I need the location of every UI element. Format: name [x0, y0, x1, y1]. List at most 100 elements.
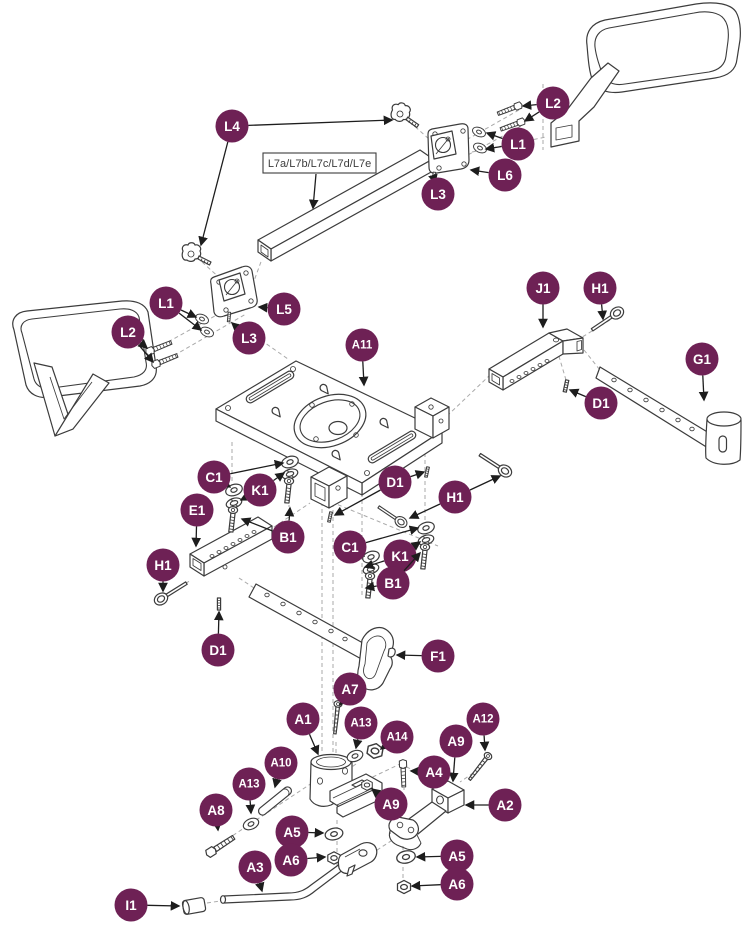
- callout-l2-left-arrow: [137, 338, 149, 349]
- callout-i1-arrow: [147, 900, 181, 911]
- callout-d1-center-arrow: [410, 470, 426, 480]
- callout-l3-upper: L3: [421, 173, 455, 211]
- callout-a9-center-arrow: [370, 788, 382, 798]
- callout-l2-upper-arrow: [523, 111, 540, 122]
- callout-a6-right-label: A6: [448, 877, 466, 892]
- callout-l6: L6: [469, 158, 522, 192]
- callout-d1-bottom-arrow: [213, 610, 224, 634]
- part-ring-pin-h1-top: [588, 303, 627, 336]
- callout-a3-bubble: [238, 850, 272, 884]
- callout-c1-right-label: C1: [341, 540, 359, 555]
- part-hardware-stack-right-a: [415, 519, 437, 570]
- callout-l5-arrow: [257, 302, 268, 313]
- callout-c1-left-arrow: [220, 478, 232, 488]
- callout-l1-upper-arrow: [485, 131, 503, 141]
- callout-l3-left-label: L3: [241, 331, 257, 346]
- callout-c1-left-arrow: [230, 459, 285, 475]
- callout-a7-bubble: [333, 672, 367, 706]
- callout-h1-center-arrow: [408, 503, 441, 519]
- callout-a6-right-arrow: [410, 880, 441, 891]
- callout-c1-right: C1: [333, 525, 420, 564]
- part-mounting-plate-a11: [215, 360, 450, 509]
- callout-l1-left-label: L1: [158, 296, 174, 311]
- callout-a9-right-label: A9: [447, 734, 464, 749]
- callout-a9-center-bubble: [374, 787, 408, 821]
- callout-a13-left-arrow: [245, 800, 256, 815]
- callout-a7-arrow: [339, 695, 349, 707]
- part-bracket-plate-l5: [210, 265, 258, 318]
- callout-h1-center-label: H1: [446, 490, 464, 505]
- part-hardware-stack-left-b: [279, 453, 301, 504]
- part-range-label: L7a/L7b/L7c/L7d/L7e: [262, 152, 377, 210]
- callout-d1-bottom: D1: [201, 610, 235, 667]
- callout-a8-bubble: [199, 793, 233, 827]
- callout-a3: A3: [238, 850, 272, 893]
- callout-k1-right-arrow: [363, 559, 385, 570]
- callout-c1-left-bubble: [197, 460, 231, 494]
- callout-b1-right: B1: [364, 551, 421, 600]
- callout-l4-bubble: [215, 109, 249, 143]
- callout-k1-right-arrow: [410, 541, 422, 551]
- callout-i1-bubble: [114, 888, 148, 922]
- part-screw-a12: [465, 750, 494, 783]
- callout-d1-right-label: D1: [592, 396, 610, 411]
- callout-a8: A8: [199, 793, 233, 832]
- callout-a5-right-bubble: [440, 839, 474, 873]
- callout-l1-left: L1: [149, 286, 203, 331]
- callout-a9-center-label: A9: [382, 797, 399, 812]
- part-screw-l3-left: [226, 311, 232, 323]
- callout-a12-arrow: [479, 735, 490, 752]
- callout-a5-center: A5: [275, 815, 325, 849]
- part-washer-a5-center: [323, 825, 345, 843]
- callout-a12: A12: [466, 702, 500, 752]
- part-hardware-stack-left-a: [223, 481, 245, 533]
- part-receiver-bracket-j1: [488, 328, 584, 391]
- callout-l4: L4: [198, 109, 394, 247]
- callout-l5: L5: [257, 292, 301, 326]
- callout-a6-center-bubble: [274, 843, 308, 877]
- callout-a10: A10: [264, 746, 298, 789]
- callout-a13-left-bubble: [232, 767, 266, 801]
- callout-b1-left-arrow: [284, 506, 295, 521]
- callout-i1-label: I1: [125, 898, 137, 913]
- part-clamp-knob-right: [389, 101, 422, 129]
- callout-a9-right: A9: [439, 724, 473, 783]
- callout-c1-right-arrow: [365, 525, 420, 544]
- part-range-label-box: [262, 152, 377, 174]
- callout-l4-label: L4: [224, 119, 240, 134]
- part-set-screw-d1-right: [562, 379, 570, 393]
- callout-l2-upper: L2: [521, 86, 570, 122]
- part-ring-pin-h1-left: [151, 577, 191, 609]
- callout-l6-label: L6: [497, 168, 513, 183]
- callout-a12-label: A12: [472, 714, 493, 726]
- callout-a13-right: A13: [344, 706, 378, 750]
- callout-a4-bubble: [417, 755, 451, 789]
- callout-j1-bubble: [526, 271, 560, 305]
- part-end-cap-i1: [181, 897, 207, 915]
- callout-a7: A7: [333, 672, 367, 707]
- callout-a14-bubble: [380, 720, 414, 754]
- callout-c1-right-bubble: [333, 530, 367, 564]
- callout-l2-left-arrow: [138, 344, 154, 364]
- callout-e1-arrow: [191, 526, 202, 548]
- part-washer-a5-right: [394, 848, 418, 866]
- callout-a9-right-bubble: [439, 724, 473, 758]
- callout-a13-left: A13: [232, 767, 266, 815]
- callout-b1-left-bubble: [271, 520, 305, 554]
- callout-g1: G1: [685, 342, 719, 402]
- callout-l1-left-arrow: [180, 309, 198, 318]
- callout-a1-arrow: [308, 733, 320, 756]
- callout-a1-bubble: [286, 702, 320, 736]
- callout-l2-left-label: L2: [120, 325, 136, 340]
- callout-a13-right-arrow: [352, 738, 363, 750]
- callout-h1-left-bubble: [146, 548, 180, 582]
- callout-l4-arrow: [248, 115, 394, 127]
- callout-h1-center-bubble: [438, 480, 472, 514]
- callout-l4-arrow: [198, 141, 229, 247]
- callout-k1-left-arrow: [273, 472, 286, 482]
- part-cane-bar-f1: [248, 583, 396, 691]
- callout-a6-center-arrow: [307, 852, 327, 863]
- callout-d1-bottom-label: D1: [209, 643, 227, 658]
- callout-l2-left: L2: [111, 315, 154, 364]
